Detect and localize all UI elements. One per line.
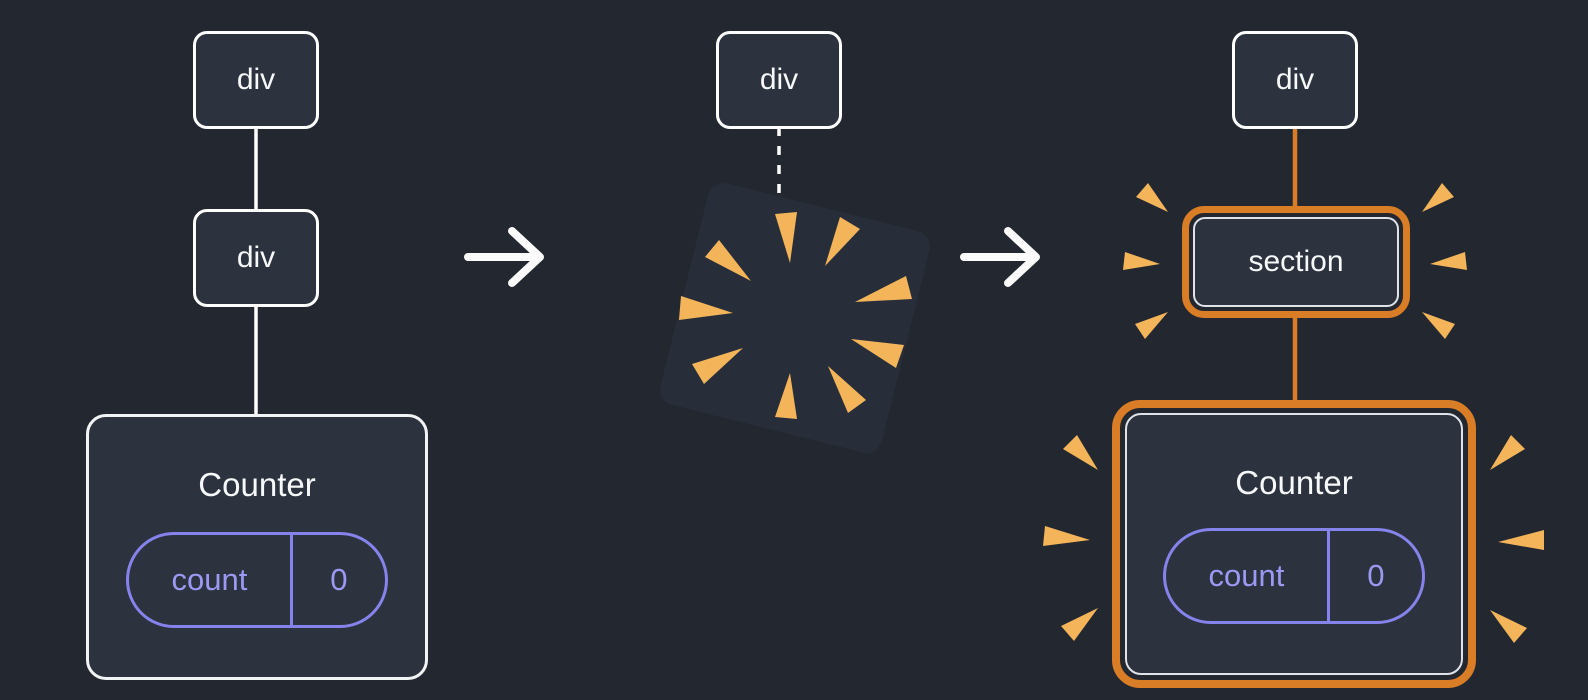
arrow-right-icon [464, 227, 544, 287]
counter-title: Counter [1235, 464, 1353, 501]
poof-icon [660, 183, 930, 453]
state-key: count [1166, 531, 1330, 621]
counter-component-after-highlighted: Counter count 0 [1112, 400, 1476, 688]
tree-node-div-root-before: div [193, 31, 319, 129]
node-label: div [236, 241, 276, 274]
node-label: section [1248, 245, 1344, 278]
node-label: div [236, 63, 276, 96]
node-label: div [759, 63, 799, 96]
state-value: 0 [330, 562, 348, 597]
node-label: div [1275, 63, 1315, 96]
tree-node-div-root-poof: div [716, 31, 842, 129]
state-pill: count 0 [126, 532, 388, 628]
section-node-inner: section [1193, 217, 1399, 307]
poof-burst-wedges [679, 212, 912, 419]
state-pill: count 0 [1163, 528, 1425, 624]
counter-component-before: Counter count 0 [86, 414, 428, 680]
state-value: 0 [1367, 558, 1385, 593]
tree-node-div-root-after: div [1232, 31, 1358, 129]
arrow-right-icon [960, 227, 1040, 287]
state-key: count [129, 535, 293, 625]
counter-node-inner: Counter count 0 [1125, 413, 1463, 675]
tree-node-div-child-before: div [193, 209, 319, 307]
counter-title: Counter [198, 466, 316, 503]
tree-node-section-highlighted: section [1182, 206, 1410, 318]
